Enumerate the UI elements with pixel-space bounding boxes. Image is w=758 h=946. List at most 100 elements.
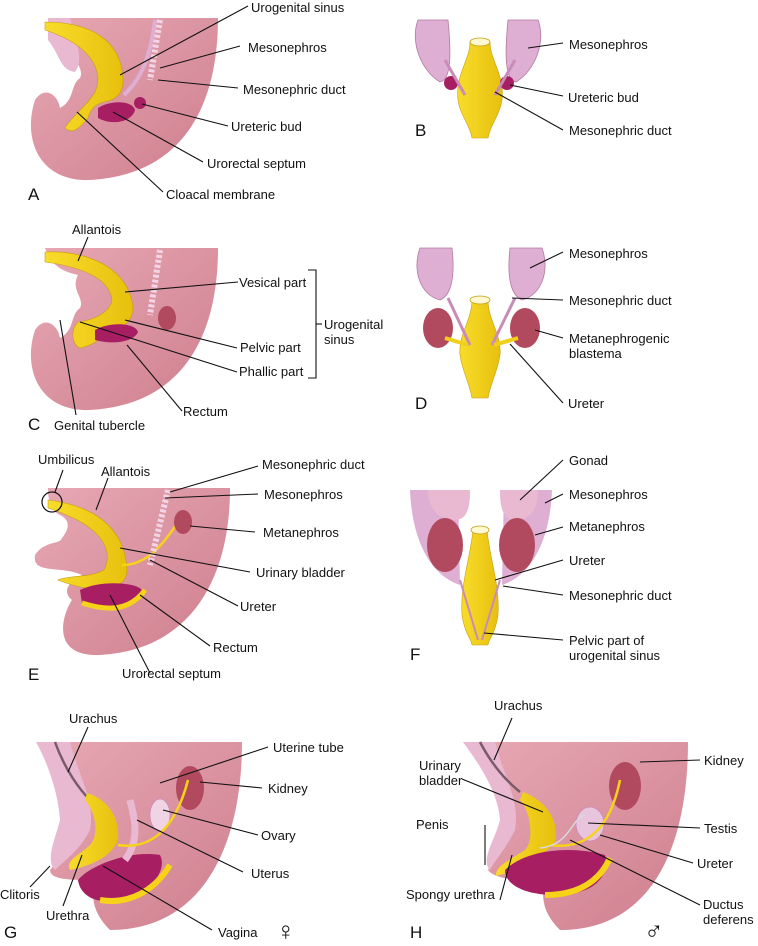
- panel-h-drawing: [463, 741, 688, 930]
- label-mesonephric-duct: Mesonephric duct: [569, 293, 672, 308]
- uterus-shape: [122, 799, 139, 863]
- panel-c-drawing: [30, 248, 218, 411]
- label-mesonephros: Mesonephros: [569, 487, 648, 502]
- label-blastema: blastema: [569, 346, 622, 361]
- ureter-shape: [549, 779, 622, 847]
- label-deferens: deferens: [703, 912, 754, 927]
- panel-letter-g: G: [4, 923, 18, 942]
- label-clitoris: Clitoris: [0, 887, 40, 902]
- label-urogenital-bracket-line1: Urogenital: [324, 317, 384, 332]
- label-ureteric-bud: Ureteric bud: [568, 90, 639, 105]
- rectum-shape: [98, 102, 135, 123]
- label-vagina: Vagina: [218, 925, 258, 940]
- label-pelvic-part-of: Pelvic part of: [569, 633, 645, 648]
- label-metanephros: Metanephros: [263, 525, 339, 540]
- label-uterine-tube: Uterine tube: [273, 740, 344, 755]
- gonad-left: [428, 490, 470, 520]
- label-phallic-part: Phallic part: [239, 364, 304, 379]
- panel-f-leader-lines: [483, 459, 564, 641]
- label-mesonephros: Mesonephros: [569, 37, 648, 52]
- urogenital-sinus-shape: [457, 41, 503, 139]
- panel-letter-b: B: [415, 121, 427, 140]
- label-urethra: Urethra: [46, 908, 90, 923]
- label-rectum: Rectum: [213, 640, 258, 655]
- label-rectum: Rectum: [183, 404, 228, 419]
- ureteric-bud-shape: [134, 97, 146, 109]
- panel-f-drawing: [410, 490, 552, 646]
- metanephrogenic-blastema-left: [423, 308, 453, 348]
- panel-letter-c: C: [28, 415, 41, 434]
- gonad-right: [500, 490, 538, 520]
- label-metanephros: Metanephros: [569, 519, 645, 534]
- label-mesonephric-duct: Mesonephric duct: [569, 588, 672, 603]
- panel-letter-a: A: [28, 185, 40, 204]
- label-uterus: Uterus: [251, 866, 290, 881]
- label-ureter: Ureter: [569, 553, 606, 568]
- label-pelvic-part: Pelvic part: [240, 340, 301, 355]
- label-ureteric-bud: Ureteric bud: [231, 119, 302, 134]
- label-testis: Testis: [704, 821, 738, 836]
- label-umbilicus: Umbilicus: [38, 452, 95, 467]
- panel-letter-h: H: [410, 923, 423, 942]
- label-urachus: Urachus: [494, 698, 543, 713]
- metanephros-shape: [158, 306, 176, 330]
- ureter-shape: [117, 779, 190, 847]
- label-spongy-urethra: Spongy urethra: [406, 887, 495, 902]
- label-urogenital-sinus: Urogenital sinus: [251, 0, 345, 15]
- label-urogenital-bracket-line2: sinus: [324, 332, 355, 347]
- metanephros-shape: [174, 510, 192, 534]
- label-kidney: Kidney: [268, 781, 308, 796]
- panel-g-drawing: [36, 741, 242, 930]
- male-symbol-icon: ♂: [644, 916, 664, 946]
- panel-g-leader-lines: [29, 726, 269, 931]
- metanephrogenic-blastema-right: [510, 308, 540, 348]
- panel-d-drawing: [416, 247, 546, 399]
- label-ductus: Ductus: [703, 897, 744, 912]
- panel-e-drawing: [34, 488, 230, 656]
- panel-b-drawing: [414, 19, 542, 139]
- umbilicus-circle: [41, 491, 63, 513]
- label-ureter: Ureter: [697, 856, 734, 871]
- label-vesical-part: Vesical part: [239, 275, 307, 290]
- panel-letter-f: F: [410, 645, 421, 664]
- panel-a-drawing: [30, 18, 218, 181]
- label-ureter: Ureter: [240, 599, 277, 614]
- label-urinary: Urinary: [419, 758, 461, 773]
- kidney-shape: [609, 762, 641, 810]
- label-allantois: Allantois: [101, 464, 151, 479]
- panel-e-leader-lines: [54, 465, 259, 674]
- rectum-shape: [80, 583, 142, 609]
- rectum-shape: [78, 854, 162, 902]
- metanephros-right: [499, 518, 535, 572]
- label-ovary: Ovary: [261, 828, 296, 843]
- label-mesonephric-duct: Mesonephric duct: [243, 82, 346, 97]
- mesonephros-shape: [147, 249, 163, 316]
- urogenital-sinus-shape: [44, 21, 124, 132]
- label-mesonephric-duct: Mesonephric duct: [569, 123, 672, 138]
- label-mesonephros: Mesonephros: [264, 487, 343, 502]
- panel-letter-e: E: [28, 665, 40, 684]
- mesonephros-left: [416, 247, 454, 301]
- label-gonad: Gonad: [569, 453, 609, 468]
- panel-letter-d: D: [415, 394, 428, 413]
- urogenital-sinus-shape: [459, 299, 501, 399]
- ductus-deferens-shape: [539, 814, 586, 849]
- urethra-bladder-shape: [69, 793, 119, 870]
- label-urinary-bladder: Urinary bladder: [256, 565, 345, 580]
- panel-h-leader-lines: [461, 717, 701, 906]
- panel-a-leader-lines: [76, 5, 249, 193]
- rectum-shape: [505, 850, 606, 895]
- panel-d-leader-lines: [509, 251, 564, 404]
- urachus-shape: [478, 741, 521, 793]
- label-mesonephric-duct: Mesonephric duct: [262, 457, 365, 472]
- label-cloacal-membrane: Cloacal membrane: [166, 187, 276, 202]
- metanephros-left: [427, 518, 463, 572]
- label-urachus: Urachus: [69, 711, 118, 726]
- label-kidney: Kidney: [704, 753, 744, 768]
- panel-c-leader-lines: [59, 236, 322, 416]
- label-urorectal-septum: Urorectal septum: [122, 666, 221, 681]
- pelvic-part-urogenital-sinus: [461, 529, 499, 646]
- label-allantois: Allantois: [72, 222, 122, 237]
- label-mesonephros: Mesonephros: [569, 246, 648, 261]
